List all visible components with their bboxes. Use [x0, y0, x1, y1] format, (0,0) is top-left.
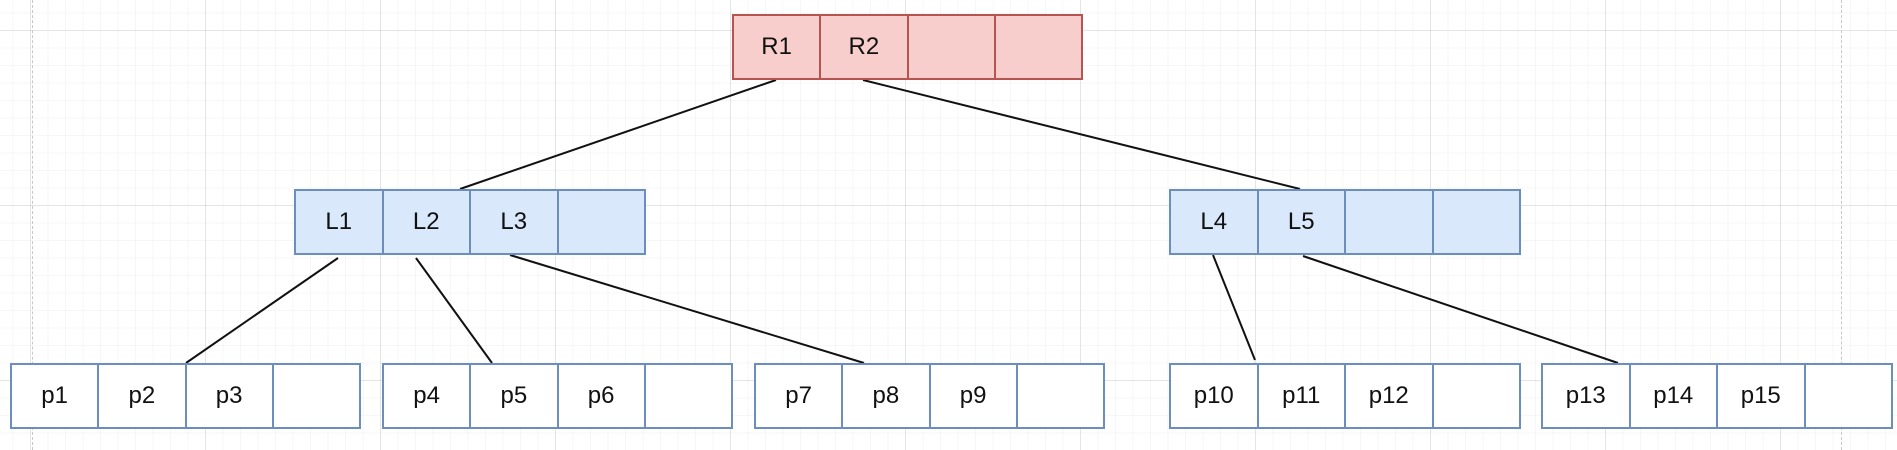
root-key-2: R2: [819, 14, 907, 80]
internal-2-key-3: [1344, 189, 1432, 255]
internal-1-key-2: L2: [381, 189, 469, 255]
leaf-5-key-2: p14: [1628, 363, 1716, 429]
internal-2-key-4: [1431, 189, 1521, 255]
leaf-3-key-1: p7: [754, 363, 842, 429]
leaf-1-key-2: p2: [97, 363, 185, 429]
edge-l1-leaf-1: [185, 257, 339, 364]
leaf-3-key-4: [1015, 363, 1105, 429]
edge-r1-internal-1: [459, 79, 777, 190]
page-guide-left: [32, 0, 33, 450]
leaf-node-3: p7 p8 p9: [754, 363, 1105, 429]
leaf-node-5: p13 p14 p15: [1541, 363, 1893, 429]
leaf-node-2: p4 p5 p6: [382, 363, 733, 429]
leaf-5-key-3: p15: [1716, 363, 1804, 429]
leaf-4-key-4: [1431, 363, 1521, 429]
leaf-1-key-1: p1: [10, 363, 98, 429]
leaf-3-key-2: p8: [841, 363, 929, 429]
internal-node-2: L4 L5: [1169, 189, 1521, 255]
leaf-node-4: p10 p11 p12: [1169, 363, 1521, 429]
leaf-4-key-2: p11: [1256, 363, 1344, 429]
page-guide-right: [1841, 0, 1842, 450]
edge-l5-leaf-5: [1302, 255, 1619, 364]
internal-1-key-1: L1: [294, 189, 382, 255]
root-key-1: R1: [732, 14, 820, 80]
internal-1-key-4: [556, 189, 646, 255]
root-key-3: [906, 14, 994, 80]
leaf-4-key-3: p12: [1344, 363, 1432, 429]
leaf-2-key-3: p6: [556, 363, 644, 429]
leaf-1-key-3: p3: [184, 363, 272, 429]
edge-l3-leaf-3: [509, 254, 865, 364]
leaf-node-1: p1 p2 p3: [10, 363, 361, 429]
edge-l4-leaf-4: [1212, 254, 1256, 361]
internal-node-1: L1 L2 L3: [294, 189, 646, 255]
leaf-5-key-1: p13: [1541, 363, 1629, 429]
root-key-4: [993, 14, 1083, 80]
edge-l2-leaf-2: [415, 257, 493, 364]
internal-1-key-3: L3: [469, 189, 557, 255]
leaf-4-key-1: p10: [1169, 363, 1257, 429]
edge-r2-internal-2: [862, 79, 1301, 190]
root-node: R1 R2: [732, 14, 1083, 80]
internal-2-key-2: L5: [1256, 189, 1344, 255]
leaf-2-key-2: p5: [469, 363, 557, 429]
leaf-1-key-4: [271, 363, 361, 429]
leaf-5-key-4: [1803, 363, 1893, 429]
leaf-2-key-4: [643, 363, 733, 429]
leaf-3-key-3: p9: [928, 363, 1016, 429]
leaf-2-key-1: p4: [382, 363, 470, 429]
internal-2-key-1: L4: [1169, 189, 1257, 255]
